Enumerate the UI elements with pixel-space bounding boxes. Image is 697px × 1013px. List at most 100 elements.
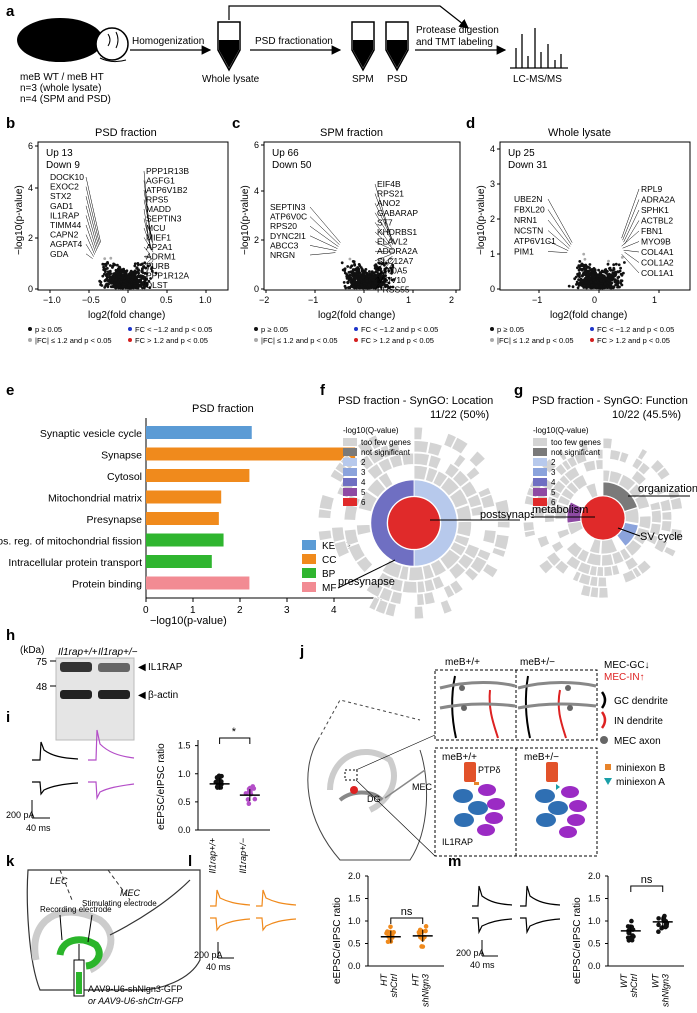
miniexon-b-icon [605,764,611,770]
data-point [383,277,387,281]
il1rap-label: IL1RAP [442,837,473,847]
data-point [109,278,113,281]
sunburst-segment [596,448,604,460]
virus-label-alt: or AAV9-U6-shCtrl-GFP [88,996,183,1006]
x-tick-label: −1 [532,295,542,305]
data-point [214,775,220,780]
legend-label: p ≥ 0.05 [35,325,62,334]
leader-line [85,253,93,259]
data-point [584,267,588,270]
leader-line [85,196,99,247]
data-point [614,270,617,274]
whole-lysate-label: Whole lysate [202,74,260,85]
data-point [612,274,616,278]
sunburst-segment [388,453,404,469]
y-tick-label: 2.0 [588,871,601,881]
legend-label: CC [322,555,336,566]
legend-swatch [302,554,316,564]
gene-label-down: FBXL20 [514,205,545,215]
data-point [136,281,140,285]
down-count: Down 31 [508,160,548,171]
miniexon-a-icon [604,778,612,785]
sunburst-segment [439,548,462,571]
data-point [105,282,108,286]
data-point [388,257,392,260]
sunburst-segment [661,511,673,521]
data-point [596,273,600,276]
x-tick-label: −1 [308,295,318,305]
sunburst-segment [571,570,582,583]
legend-swatch [343,448,357,456]
leader-line [143,237,154,253]
sunburst-segment [585,482,599,499]
legend-label: |FC| ≤ 1.2 and p < 0.05 [497,336,574,345]
legend-label: FC > 1.2 and p < 0.05 [135,336,208,345]
il1rap-band [98,663,130,672]
sunburst-segment [476,548,492,562]
data-point [111,277,115,280]
postsynapse-label: postsynapse [480,509,542,521]
sunburst-segment [597,576,608,588]
sunburst-segment [653,538,669,554]
sunburst-segment [356,524,372,536]
x-tick-label: 0 [121,295,126,305]
y-tick-label: 4 [254,186,259,196]
sunburst-segment [358,454,375,471]
sunburst-segment [381,559,403,579]
gene-label-down: UBE2N [514,194,542,204]
y-tick-label: 0.0 [178,825,191,835]
data-point [599,279,603,283]
sunburst-segment [366,462,384,481]
data-point [603,277,606,280]
sunburst-segment [470,505,485,517]
data-point [387,281,391,285]
sunburst-segment [522,521,535,532]
sunburst-segment [550,540,565,554]
bar [146,533,224,547]
sunburst-segment [401,452,415,466]
sunburst-segment [544,513,555,523]
data-point [626,937,632,942]
x-tick-label: 2 [237,605,243,616]
sunburst-segment [536,534,551,549]
sunburst-segment [367,434,382,451]
brain-icon [17,18,129,63]
y-axis-label: eEPSC/eIPSC ratio [572,897,583,984]
sunburst-segment [424,466,439,484]
synapse-inset-het [517,675,597,739]
sunburst-segment [645,533,659,546]
sunburst-segment [463,543,480,560]
leader-line [624,220,640,245]
up-count: Up 25 [508,148,535,159]
sunburst-segment [389,577,404,593]
data-point [133,264,137,268]
psd-label: PSD [387,74,408,85]
data-point [131,275,134,279]
leader-line [547,219,571,247]
panel-h: h (kDa) Il1rap+/+ Il1rap+/− 75 48 ◀ IL1R… [6,627,183,741]
sunburst-segment [636,559,652,575]
sunburst-segment [624,507,640,524]
leader-line [374,231,393,249]
bar [146,555,212,568]
data-point [373,281,377,285]
data-point [599,284,603,288]
bar [146,576,250,590]
legend-swatch [302,540,316,550]
sunburst-segment [656,466,671,481]
sunburst-segment [477,486,492,499]
leader-line [623,249,640,253]
data-point [579,278,583,282]
recording-electrode [59,914,63,941]
category-label: shNlgn3 [421,974,431,1007]
mec-label: MEC [120,888,141,898]
sunburst-segment [603,565,614,577]
y-tick-label: 1.0 [588,916,601,926]
panel-i: i 200 pA 40 ms 0.00.51.01.5Il1rap+/+Il1r… [6,709,270,874]
data-point [374,263,378,266]
gene-label-up: ADRM1 [146,252,176,262]
legend-label: |FC| ≤ 1.2 and p < 0.05 [261,336,338,345]
gene-label-down: DYNC2I1 [270,231,306,241]
